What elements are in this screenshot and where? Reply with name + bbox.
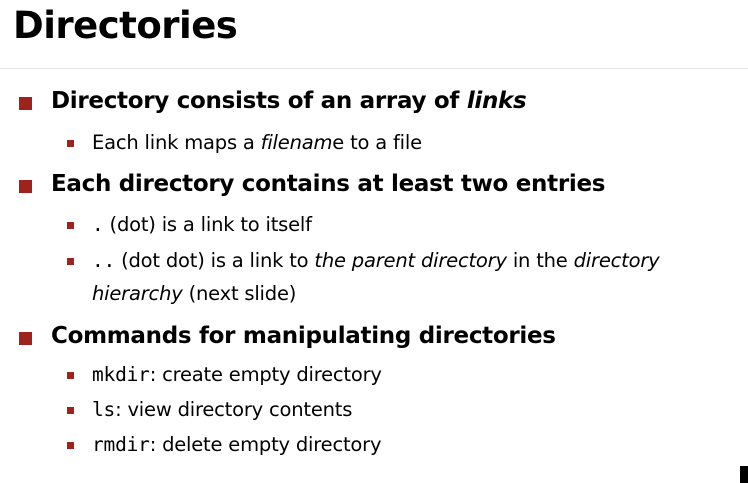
slide-title: Directories <box>13 4 238 47</box>
bullet-marker <box>19 332 32 345</box>
bullet-heading-3: Commands for manipulating directories <box>51 323 556 349</box>
bullet-heading-2: Each directory contains at least two ent… <box>51 171 606 197</box>
sub-italic: directory <box>573 249 660 272</box>
sub-bullet-marker <box>67 407 74 414</box>
title-divider <box>0 68 748 69</box>
sub-bullet-3-1: mkdir: create empty directory <box>92 363 382 386</box>
sub-italic: filenam <box>260 131 333 154</box>
bullet-marker <box>19 180 32 193</box>
bullet-heading-1: Directory consists of an array of links <box>51 88 527 114</box>
heading-italic: links <box>466 88 527 114</box>
code-dot: . <box>92 213 104 236</box>
code-dot-dot: .. <box>92 249 116 272</box>
sub-text: : create empty directory <box>149 363 382 386</box>
sub-text: in the <box>506 249 574 272</box>
sub-bullet-marker <box>67 258 74 265</box>
sub-bullet-2-2-continued: hierarchy (next slide) <box>92 282 296 305</box>
sub-bullet-marker <box>67 222 74 229</box>
code-rmdir: rmdir <box>92 433 150 456</box>
bullet-marker <box>19 97 32 110</box>
sub-text: (dot) is a link to itself <box>103 213 312 236</box>
sub-bullet-marker <box>67 442 74 449</box>
code-ls: ls <box>92 398 116 421</box>
sub-italic: hierarchy <box>92 282 183 305</box>
sub-bullet-2-1: . (dot) is a link to itself <box>92 213 312 236</box>
sub-bullet-1-1: Each link maps a filename to a file <box>92 131 422 154</box>
sub-bullet-marker <box>67 140 74 147</box>
sub-text: (next slide) <box>182 282 297 305</box>
sub-bullet-3-3: rmdir: delete empty directory <box>92 433 381 456</box>
sub-text: Each link maps a <box>92 131 261 154</box>
sub-italic: the parent directory <box>314 249 507 272</box>
heading-text: Directory consists of an array of <box>51 88 467 114</box>
sub-bullet-2-2: .. (dot dot) is a link to the parent dir… <box>92 249 660 272</box>
sub-bullet-3-2: ls: view directory contents <box>92 398 352 421</box>
sub-text: (dot dot) is a link to <box>115 249 315 272</box>
corner-mark <box>740 466 748 483</box>
sub-text-post: e to a file <box>332 131 422 154</box>
code-mkdir: mkdir <box>92 363 150 386</box>
sub-text: : view directory contents <box>115 398 353 421</box>
sub-text: : delete empty directory <box>149 433 382 456</box>
sub-bullet-marker <box>67 372 74 379</box>
